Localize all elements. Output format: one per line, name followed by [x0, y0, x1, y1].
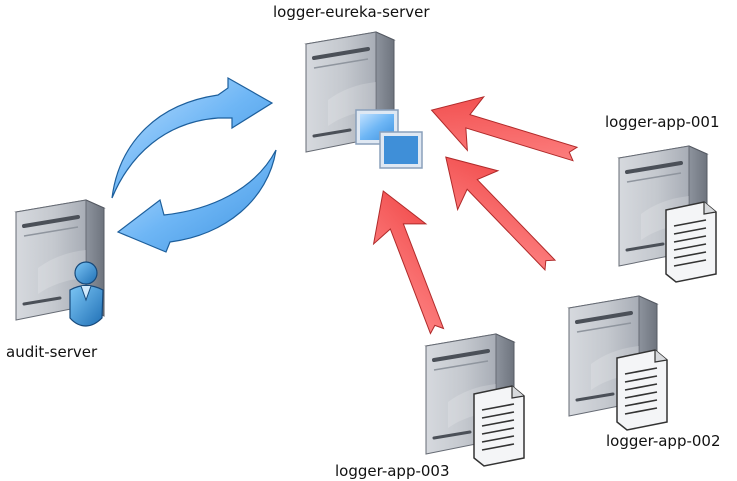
logger-app-002-node[interactable]	[567, 294, 668, 431]
register-arrow-app-002	[425, 137, 571, 285]
sync-arrow-to-audit	[116, 149, 277, 253]
logger-app-002-label: logger-app-002	[606, 432, 721, 450]
logger-app-001-label: logger-app-001	[605, 113, 720, 131]
document-icon	[473, 385, 525, 467]
audit-server-label: audit-server	[6, 343, 98, 361]
eureka-server-node[interactable]	[304, 30, 423, 169]
logger-app-003-node[interactable]	[424, 332, 525, 467]
windows-overlay-icon	[355, 109, 423, 169]
document-icon	[616, 349, 668, 431]
logger-app-003-label: logger-app-003	[335, 462, 450, 480]
audit-server-node[interactable]	[14, 198, 106, 327]
sync-arrow-to-eureka	[111, 76, 274, 199]
eureka-server-label: logger-eureka-server	[273, 3, 430, 21]
document-icon	[665, 201, 717, 283]
register-arrow-app-003	[356, 180, 464, 342]
logger-app-001-node[interactable]	[617, 144, 717, 283]
user-icon	[69, 261, 104, 327]
